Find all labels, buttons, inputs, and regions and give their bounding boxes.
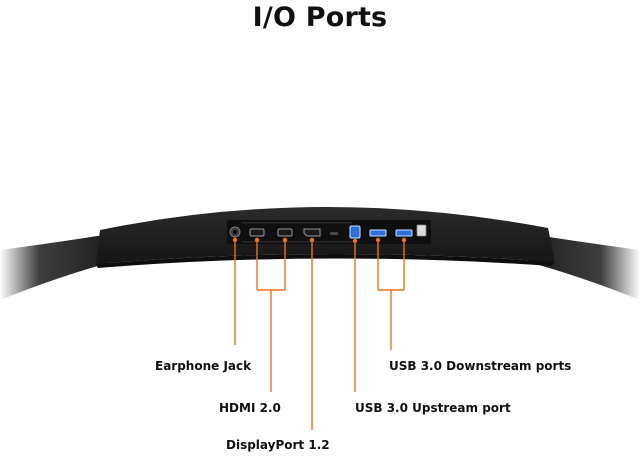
usb-upstream-port (349, 225, 361, 239)
page-title: I/O Ports (252, 2, 388, 33)
monitor-right-wing (528, 234, 640, 300)
port-panel (227, 220, 431, 244)
displayport-port (303, 228, 321, 237)
callout-lines (234, 239, 405, 430)
displayport-label: DisplayPort 1.2 (226, 438, 330, 452)
usb-downstream-port-1 (369, 229, 387, 237)
usb-upstream-label: USB 3.0 Upstream port (355, 401, 511, 415)
vent-texture (242, 222, 352, 243)
earphone-jack-label: Earphone Jack (155, 359, 252, 373)
slot-icon (330, 232, 338, 235)
hdmi-port-1 (249, 228, 265, 237)
power-port (416, 224, 427, 237)
hdmi-label: HDMI 2.0 (219, 401, 281, 415)
monitor-left-wing (0, 234, 112, 300)
callout-endpoints (232, 237, 407, 244)
hdmi-port-2 (277, 228, 293, 237)
monitor-bottom-lip (96, 253, 555, 268)
usb-downstream-port-2 (395, 229, 413, 237)
usb-downstream-label: USB 3.0 Downstream ports (389, 359, 572, 373)
